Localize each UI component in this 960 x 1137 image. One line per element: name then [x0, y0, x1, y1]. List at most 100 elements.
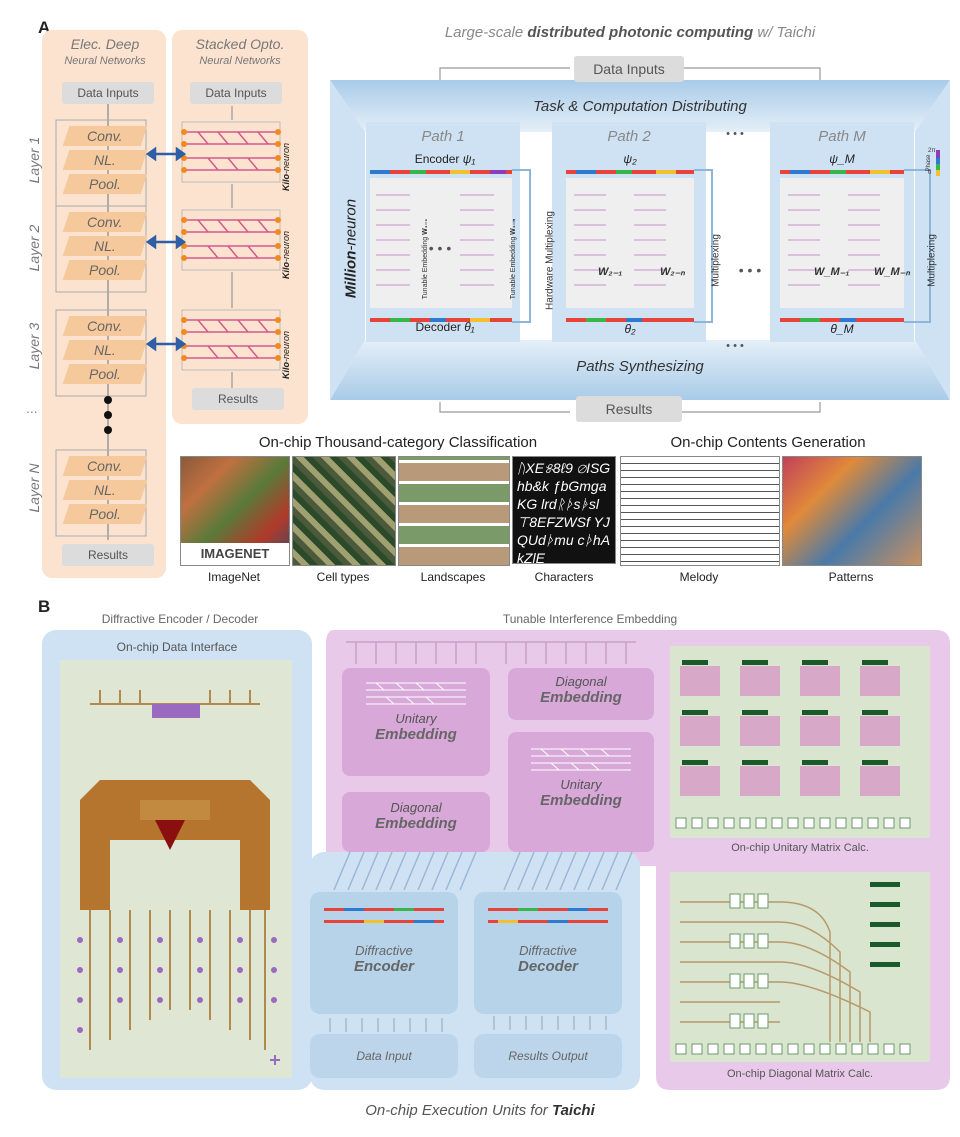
embedding-to-encoder-waveguides [333, 851, 633, 891]
stack-dot-1 [104, 396, 112, 404]
distributed-framework-graphic [330, 67, 950, 413]
diagonal-1-top: Diagonal [390, 800, 442, 815]
pool-op: Pool. [62, 364, 148, 384]
stack-dot-2 [104, 411, 112, 419]
path-ellipsis-middle: • • • [738, 262, 762, 278]
path-1-title: Path 1 [421, 128, 465, 145]
decoder-bottom: Decoder [517, 958, 579, 975]
io-arrows [329, 1016, 607, 1032]
multiplexing-label-2: Multiplexing [710, 234, 722, 287]
encoder-phase-strip [324, 908, 444, 923]
opto-subtitle: Neural Networks [199, 55, 281, 67]
diffractive-decoder-box: Diffractive Decoder [474, 892, 622, 1014]
decoder-2-label: θ₂ [624, 322, 636, 336]
conv-op: Conv. [62, 316, 148, 336]
nl-op: NL. [62, 150, 148, 170]
hardware-multiplexing-label: Hardware Multiplexing [544, 211, 556, 310]
framework-data-inputs: Data Inputs [574, 56, 684, 82]
weight-wm-1: W_M₋₁ [814, 266, 850, 278]
path-2-title: Path 2 [607, 128, 651, 145]
unitary-matrix-label: On-chip Unitary Matrix Calc. [731, 842, 869, 854]
imagenet-wordmark: IMAGENET [181, 543, 289, 565]
diagonal-matrix-chip-photo [670, 872, 930, 1062]
cell-types-label: Cell types [316, 570, 370, 584]
melody-label: Melody [679, 570, 719, 584]
elec-results: Results [62, 544, 154, 566]
diagonal-2-bottom: Embedding [540, 689, 622, 706]
phase-bottom-label: 0 [928, 170, 932, 176]
encoder-top: Diffractive [355, 943, 413, 958]
kilo-neuron-label-2: Kilo-neuron [281, 230, 291, 280]
layer-3-label: Layer 3 [26, 322, 42, 370]
data-interface-chip-photo [60, 660, 292, 1078]
decoder-m-label: θ_M [830, 322, 854, 336]
patterns-thumbnail [782, 456, 922, 566]
cell-types-thumbnail [292, 456, 396, 566]
data-interface-label: On-chip Data Interface [116, 640, 238, 654]
encoder-2-label: ψ₂ [623, 152, 637, 166]
imagenet-label: ImageNet [207, 570, 261, 584]
weight-wm-n: W_M₋ₙ [874, 266, 910, 278]
paths-synthesizing-label: Paths Synthesizing [576, 358, 704, 375]
melody-thumbnail [620, 456, 780, 566]
diagonal-1-bottom: Embedding [375, 815, 457, 832]
diagonal-matrix-label: On-chip Diagonal Matrix Calc. [726, 1068, 874, 1080]
kilo-neuron-label-3: Kilo-neuron [281, 330, 291, 380]
generation-heading: On-chip Contents Generation [670, 434, 866, 451]
diagonal-embedding-box-1: Diagonal Embedding [342, 792, 490, 852]
phase-top-label: 2π [928, 148, 936, 154]
panel-b-letter: B [38, 597, 51, 616]
unitary-1-bottom: Embedding [375, 726, 457, 743]
nl-op: NL. [62, 236, 148, 256]
unitary-2-bottom: Embedding [540, 792, 622, 809]
diagonal-2-top: Diagonal [555, 674, 607, 689]
landscapes-thumbnail [398, 456, 510, 566]
phase-label: Phase [926, 154, 932, 172]
diffractive-encoder-box: Diffractive Encoder [310, 892, 458, 1014]
panel-a-title: Large-scale distributed photonic computi… [444, 24, 816, 41]
unitary-embedding-box-2: Unitary Embedding [508, 732, 654, 852]
opto-data-inputs: Data Inputs [190, 82, 282, 104]
elec-title: Elec. Deep [70, 36, 140, 52]
opto-mesh-graphics [181, 106, 281, 390]
unitary-2-top: Unitary [560, 777, 602, 792]
layer-2-label: Layer 2 [26, 224, 42, 272]
multiplexing-label-m: Multiplexing [926, 234, 938, 287]
layer-ellipsis: ... [26, 400, 38, 416]
imagenet-thumbnail: IMAGENET [180, 456, 290, 566]
decoder-top: Diffractive [519, 943, 577, 958]
elec-subtitle: Neural Networks [64, 55, 146, 67]
patterns-label: Patterns [828, 570, 874, 584]
pool-op: Pool. [62, 174, 148, 194]
mesh-block-1 [181, 121, 281, 183]
classification-heading: On-chip Thousand-category Classification [258, 434, 538, 451]
tunable-embedding-label-2: Tunable Embedding W₁₋ₙ [510, 218, 517, 300]
nl-op: NL. [62, 480, 148, 500]
panel-b-footer: On-chip Execution Units for Taichi [365, 1102, 595, 1119]
path-m-title: Path M [818, 128, 866, 145]
decoder-1-label: Decoder θ₁ [415, 320, 475, 334]
interference-title: Tunable Interference Embedding [502, 612, 678, 626]
unitary-1-top: Unitary [395, 711, 437, 726]
conv-op: Conv. [62, 126, 148, 146]
mesh-block-2 [181, 209, 281, 271]
encoder-bottom: Encoder [353, 958, 414, 975]
stack-dot-3 [104, 426, 112, 434]
nl-op: NL. [62, 340, 148, 360]
layer-1-label: Layer 1 [26, 136, 42, 184]
tunable-embedding-label-1: Tunable Embedding W₁₋₁ [422, 218, 429, 300]
characters-label: Characters [534, 570, 594, 584]
landscapes-label: Landscapes [420, 570, 486, 584]
unitary-matrix-chip-photo [670, 646, 930, 838]
opto-results: Results [192, 388, 284, 410]
elec-data-inputs: Data Inputs [62, 82, 154, 104]
embedding-fan-waveguides [346, 641, 636, 664]
unitary-embedding-box-1: Unitary Embedding [342, 668, 490, 776]
layer-n-label: Layer N [26, 463, 42, 513]
weight-w2-1: W₂₋₁ [598, 266, 623, 278]
unitary-mesh-icon [366, 682, 466, 705]
diagonal-embedding-box-2: Diagonal Embedding [508, 668, 654, 720]
conv-op: Conv. [62, 456, 148, 476]
weight-w2-n: W₂₋ₙ [660, 266, 685, 278]
data-input-box: Data Input [310, 1034, 458, 1078]
